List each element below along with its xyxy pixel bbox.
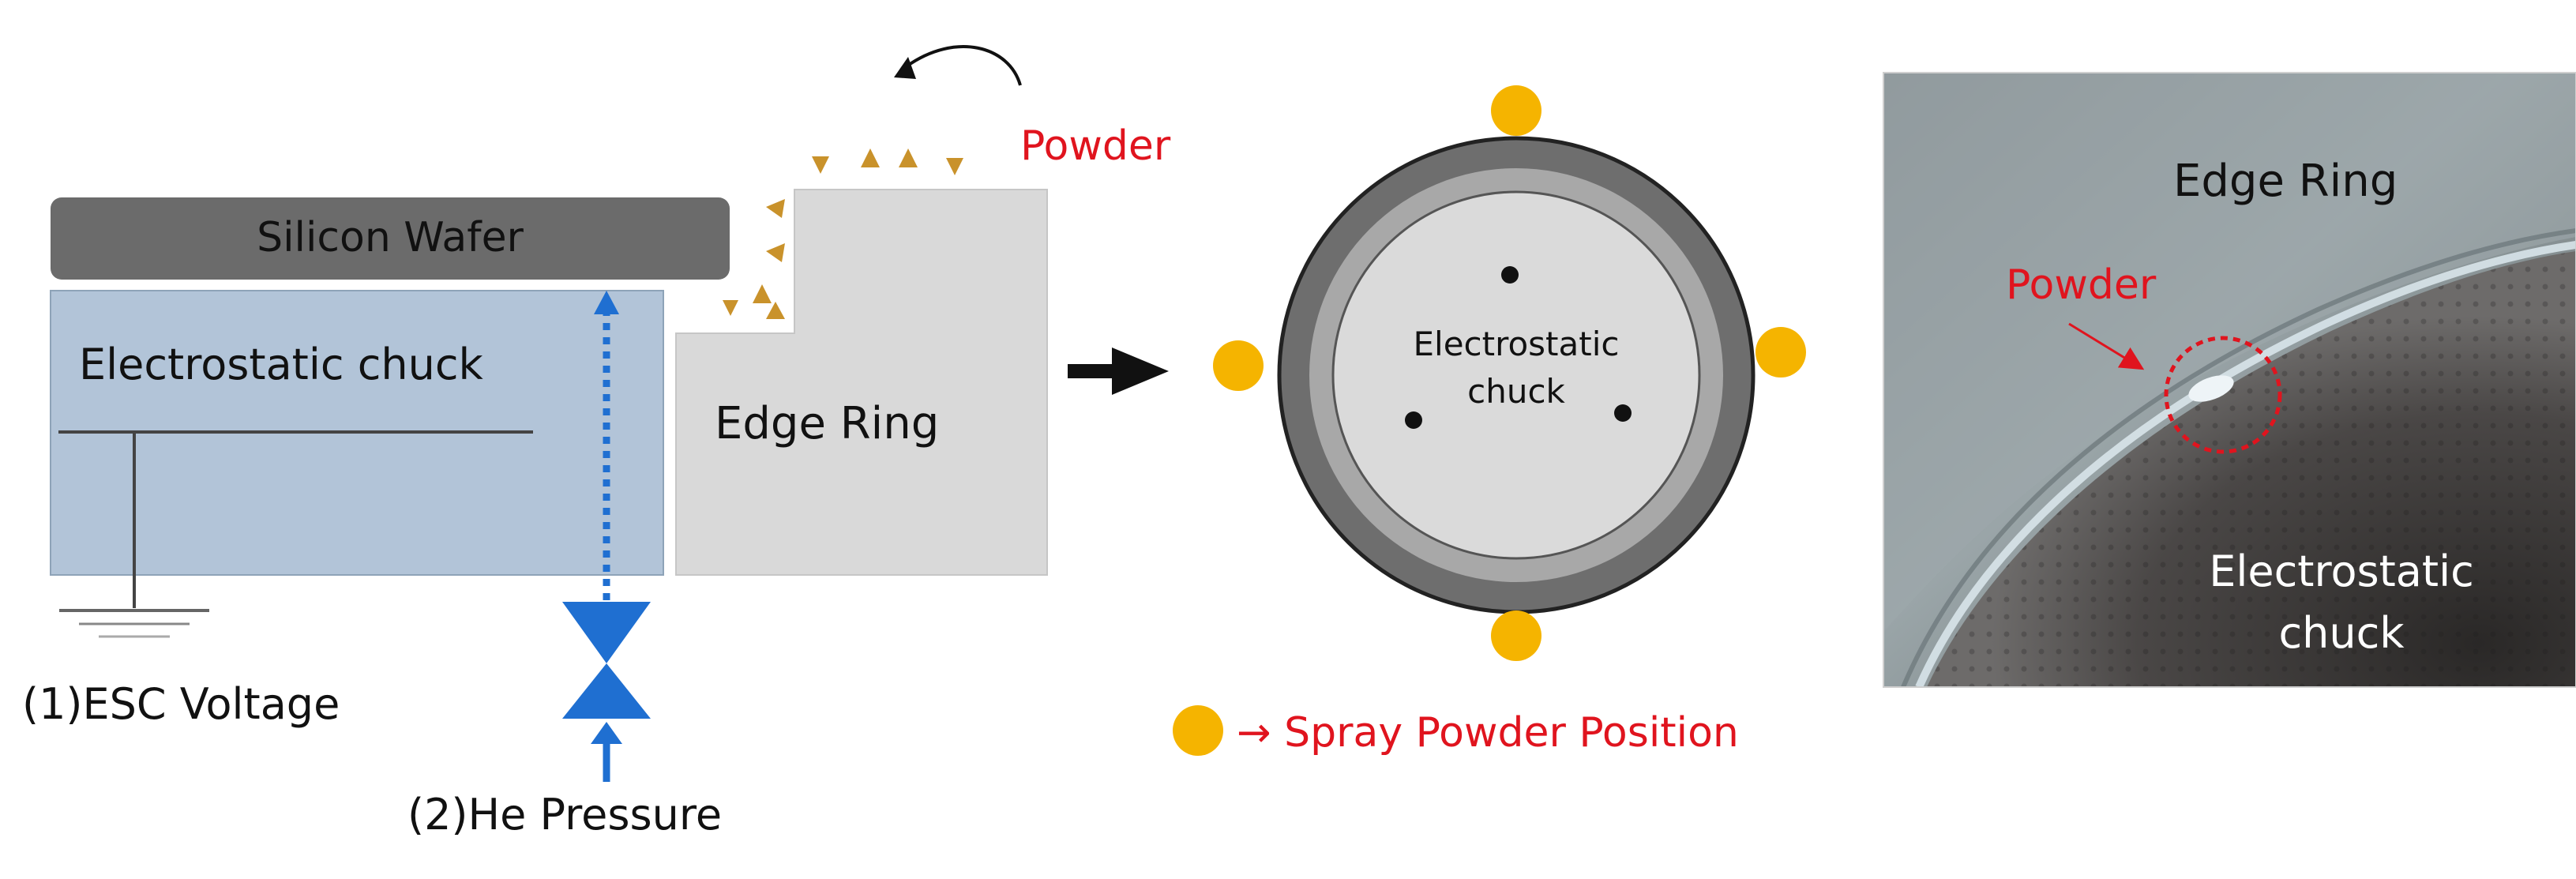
edge-ring: [675, 189, 1048, 576]
curved-arrowhead-icon: [894, 57, 916, 79]
powder-markers: [723, 148, 963, 319]
silicon-wafer-label: Silicon Wafer: [257, 214, 524, 261]
photo-chuck-label-line1: Electrostatic: [2209, 547, 2474, 596]
lift-pin-hole-top: [1501, 266, 1519, 284]
helium-inlet-arrowhead-icon: [591, 722, 622, 744]
silicon-wafer: [51, 197, 730, 280]
spray-position-bottom: [1491, 610, 1541, 661]
top-view-chuck-label-line2: chuck: [1467, 372, 1565, 411]
top-view-diagram: Electrostatic chuck → Spray Powder Posit…: [1173, 85, 1806, 757]
photo-powder-pointer: [2068, 322, 2145, 370]
spray-position-top: [1491, 85, 1541, 136]
spray-position-left: [1213, 340, 1264, 391]
photo-powder-label: Powder: [2006, 261, 2157, 309]
curved-arrow-icon: [905, 45, 1022, 86]
photo-powder-spot: [2188, 375, 2234, 402]
he-pressure-label: (2)He Pressure: [407, 790, 722, 840]
powder-label: Powder: [1020, 122, 1171, 170]
lift-pin-hole-right: [1614, 404, 1632, 422]
photo-powder-highlight-circle: [2164, 336, 2282, 454]
lift-pin-hole-left: [1405, 411, 1422, 429]
spray-position-right: [1756, 327, 1806, 378]
legend-spray-label: → Spray Powder Position: [1237, 709, 1739, 757]
photo-edge-ring-label: Edge Ring: [2173, 156, 2398, 207]
electrostatic-chuck-top-view: [1331, 190, 1701, 560]
top-view-chuck-label-line1: Electrostatic: [1414, 325, 1620, 363]
transition-arrow-icon: [1068, 347, 1169, 395]
cross-section-diagram: Silicon Wafer Electrostatic chuck (1)ESC…: [22, 45, 1171, 840]
helium-flow-arrowhead-icon: [594, 291, 619, 314]
esc-voltage-label: (1)ESC Voltage: [22, 679, 340, 729]
legend-spray-dot: [1173, 705, 1223, 756]
edge-ring-label: Edge Ring: [715, 398, 939, 449]
ground-symbol-icon: [59, 609, 209, 638]
helium-valve-icon: [562, 602, 651, 719]
photo-chuck-label-line2: chuck: [2278, 608, 2405, 658]
edge-ring-photo: [1883, 73, 2576, 687]
photo-frame: [1883, 72, 2576, 688]
electrostatic-chuck-label: Electrostatic chuck: [79, 340, 484, 389]
